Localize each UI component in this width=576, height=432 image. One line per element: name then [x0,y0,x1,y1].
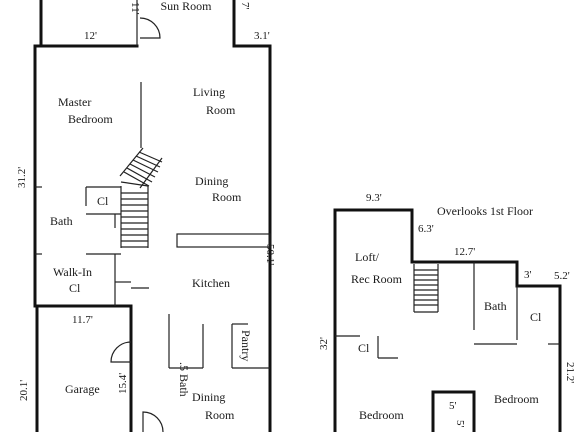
dimension-second-left-depth: 32' [318,337,330,350]
closet-second-right-label: Cl [530,310,542,324]
dining-room-lower-label-line2: Room [205,408,235,422]
kitchen-counter [176,233,271,248]
living-room-label-line2: Room [206,103,236,117]
dimension-sun-room-right: 7' [239,2,251,10]
sun-room-right-wall [232,0,272,48]
dimension-top-left: 12' [84,30,97,42]
dimension-second-right-depth: 21.2' [564,362,576,383]
first-floor [33,0,272,432]
bedroom-right-label: Bedroom [494,392,539,406]
loft-label-line1: Loft/ [355,250,380,264]
half-bath-label: .5 Bath [177,362,191,397]
garage-door-swing [110,341,132,363]
second-floor [333,208,562,432]
walk-in-closet-label-line1: Walk-In [53,265,92,279]
dimension-second-mid: 12.7' [454,246,475,258]
garage-label: Garage [65,382,100,396]
sun-room-door [139,17,161,39]
dining-room-lower-label-line1: Dining [192,390,225,404]
kitchen-label: Kitchen [192,276,230,290]
loft-label-line2: Rec Room [351,272,403,286]
closet-label: Cl [97,194,109,208]
dimension-garage-inner-depth: 15.4' [117,373,129,394]
dimension-hall-closet-width: 5' [449,400,457,412]
dimension-garage-width: 11.7' [72,314,93,326]
sun-room-label: Sun Room [160,0,212,13]
hall-closet-walls [431,390,476,432]
pantry-label: Pantry [239,330,253,361]
master-bedroom-label-line2: Bedroom [68,112,113,126]
master-bedroom-label-line1: Master [58,95,91,109]
dimension-loft-top: 9.3' [366,192,382,204]
dimension-loft-step: 6.3' [418,223,434,235]
bath-second-label: Bath [484,299,507,313]
dimension-hall-closet-depth: 5' [454,420,466,428]
bath-label: Bath [50,214,73,228]
first-floor-stairs [119,147,163,248]
dining-room-upper-label-line1: Dining [195,174,228,188]
second-floor-stairs [413,264,439,313]
dimension-house-right-depth: 50.1' [264,244,276,265]
dimension-sun-room-left: 11' [129,2,141,15]
dimension-second-step: 3' [524,269,532,281]
dining-room-upper-label-line2: Room [212,190,242,204]
dimension-second-right: 5.2' [554,270,570,282]
overlooks-note: Overlooks 1st Floor [437,204,533,218]
living-room-label-line1: Living [193,85,225,99]
dimension-top-right: 3.1' [254,30,270,42]
walk-in-closet-label-line2: Cl [69,281,81,295]
bedroom-left-label: Bedroom [359,408,404,422]
dimension-garage-depth: 20.1' [18,380,30,401]
dining-room-door [142,411,164,432]
main-house-left-wall [33,44,43,308]
closet-second-left-label: Cl [358,341,370,355]
dimension-house-left-depth: 31.2' [16,167,28,188]
